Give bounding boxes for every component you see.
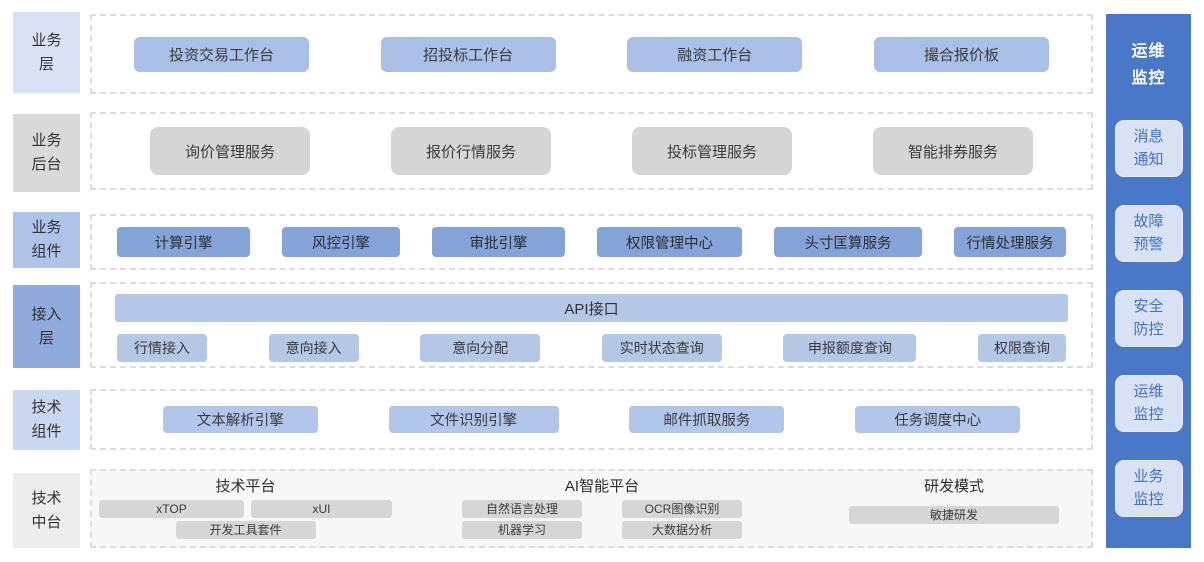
business-backend-box: 智能排券服务 [873, 127, 1033, 175]
rd-mode-group: 研发模式 敏捷研发 [817, 476, 1091, 546]
access-layer-box: 实时状态查询 [601, 334, 722, 362]
business-backend-box: 询价管理服务 [150, 127, 310, 175]
business-layer-box: 撮合报价板 [873, 36, 1049, 72]
group-button-row: xTOP xUI [99, 500, 392, 518]
group-title: AI智能平台 [564, 478, 640, 495]
tech-platform-box: xTOP [99, 500, 244, 518]
layer-label-text: 技术组件 [31, 399, 62, 440]
layer-label-business-backend: 业务后台 [13, 114, 80, 192]
business-layer-row: 投资交易工作台 招投标工作台 融资工作台 撮合报价板 [90, 14, 1093, 94]
tech-platform-box: xUI [251, 500, 392, 518]
access-layer-row: API接口 行情接入 意向接入 意向分配 实时状态查询 申报额度查询 权限查询 [90, 282, 1093, 368]
sidebar-item-text: 业务监控 [1133, 468, 1164, 508]
layer-label-text: 业务层 [31, 31, 62, 73]
group-button-row: 开发工具套件 [99, 521, 392, 539]
layer-label-tech-middle-platform: 技术中台 [13, 473, 80, 548]
sidebar-item-message-notify: 消息通知 [1114, 120, 1183, 178]
rd-mode-box: 敏捷研发 [849, 506, 1059, 524]
tech-component-box: 任务调度中心 [855, 406, 1021, 433]
layer-label-tech-components: 技术组件 [13, 390, 80, 450]
group-title: 研发模式 [923, 478, 984, 495]
api-interface-bar: API接口 [115, 294, 1068, 322]
business-layer-box: 投资交易工作台 [134, 36, 309, 72]
tech-component-box: 文件识别引擎 [388, 406, 559, 433]
business-component-box: 审批引擎 [432, 227, 565, 257]
tech-component-box: 文本解析引擎 [162, 406, 318, 433]
group-button-row: 机器学习 大数据分析 [462, 521, 742, 539]
business-layer-box: 融资工作台 [627, 36, 803, 72]
tech-platform-group: 技术平台 xTOP xUI 开发工具套件 [99, 476, 392, 546]
access-layer-box: 权限查询 [977, 334, 1066, 362]
tech-platform-box: 开发工具套件 [175, 521, 316, 539]
ops-monitoring-title-text: 运维监控 [1131, 43, 1166, 88]
sidebar-item-text: 故障预警 [1133, 213, 1164, 253]
access-layer-box: 意向接入 [268, 334, 359, 362]
sidebar-item-text: 消息通知 [1133, 128, 1164, 168]
ai-platform-box: 机器学习 [462, 521, 582, 539]
tech-components-row: 文本解析引擎 文件识别引擎 邮件抓取服务 任务调度中心 [90, 389, 1093, 450]
tech-component-box: 邮件抓取服务 [629, 406, 785, 433]
business-backend-box: 报价行情服务 [391, 127, 551, 175]
business-backend-row: 询价管理服务 报价行情服务 投标管理服务 智能排券服务 [90, 112, 1093, 190]
sidebar-item-text: 运维监控 [1133, 383, 1164, 423]
sidebar-item-text: 安全防控 [1133, 298, 1164, 338]
layer-label-access-layer: 接入层 [13, 285, 80, 368]
group-title: 技术平台 [215, 478, 276, 495]
layer-label-business-components: 业务组件 [13, 212, 80, 268]
ai-platform-box: 自然语言处理 [462, 500, 582, 518]
group-button-row: 敏捷研发 [817, 500, 1091, 524]
ai-platform-box: OCR图像识别 [622, 500, 742, 518]
group-button-row: 自然语言处理 OCR图像识别 [462, 500, 742, 518]
access-layer-box: 行情接入 [117, 334, 207, 362]
business-backend-box: 投标管理服务 [632, 127, 792, 175]
sidebar-item-ops-monitoring: 运维监控 [1114, 375, 1183, 433]
business-component-box: 权限管理中心 [597, 227, 742, 257]
sidebar-item-security-control: 安全防控 [1114, 290, 1183, 348]
business-layer-box: 招投标工作台 [380, 36, 556, 72]
layer-label-text: 技术中台 [31, 489, 62, 531]
access-layer-box: 申报额度查询 [783, 334, 917, 362]
ai-platform-box: 大数据分析 [622, 521, 742, 539]
business-components-row: 计算引擎 风控引擎 审批引擎 权限管理中心 头寸匡算服务 行情处理服务 [90, 214, 1093, 270]
business-component-box: 头寸匡算服务 [774, 227, 922, 257]
ops-monitoring-title: 运维监控 [1130, 38, 1167, 92]
business-component-box: 行情处理服务 [954, 227, 1066, 257]
sidebar-item-business-monitoring: 业务监控 [1114, 460, 1183, 518]
ai-platform-group: AI智能平台 自然语言处理 OCR图像识别 机器学习 大数据分析 [462, 476, 742, 546]
layer-label-text: 业务后台 [31, 132, 62, 173]
layer-label-business-layer: 业务层 [13, 12, 80, 93]
layer-label-text: 业务组件 [31, 219, 62, 260]
tech-middle-platform-row: 技术平台 xTOP xUI 开发工具套件 AI智能平台 自然语言处理 OCR图像… [90, 469, 1093, 548]
business-component-box: 风控引擎 [282, 227, 400, 257]
ops-monitoring-panel: 运维监控 消息通知 故障预警 安全防控 运维监控 业务监控 [1106, 14, 1191, 548]
business-component-box: 计算引擎 [117, 227, 250, 257]
sidebar-item-fault-alert: 故障预警 [1114, 205, 1183, 263]
access-buttons-row: 行情接入 意向接入 意向分配 实时状态查询 申报额度查询 权限查询 [92, 334, 1091, 362]
access-layer-box: 意向分配 [420, 334, 541, 362]
layer-label-text: 接入层 [31, 305, 62, 347]
